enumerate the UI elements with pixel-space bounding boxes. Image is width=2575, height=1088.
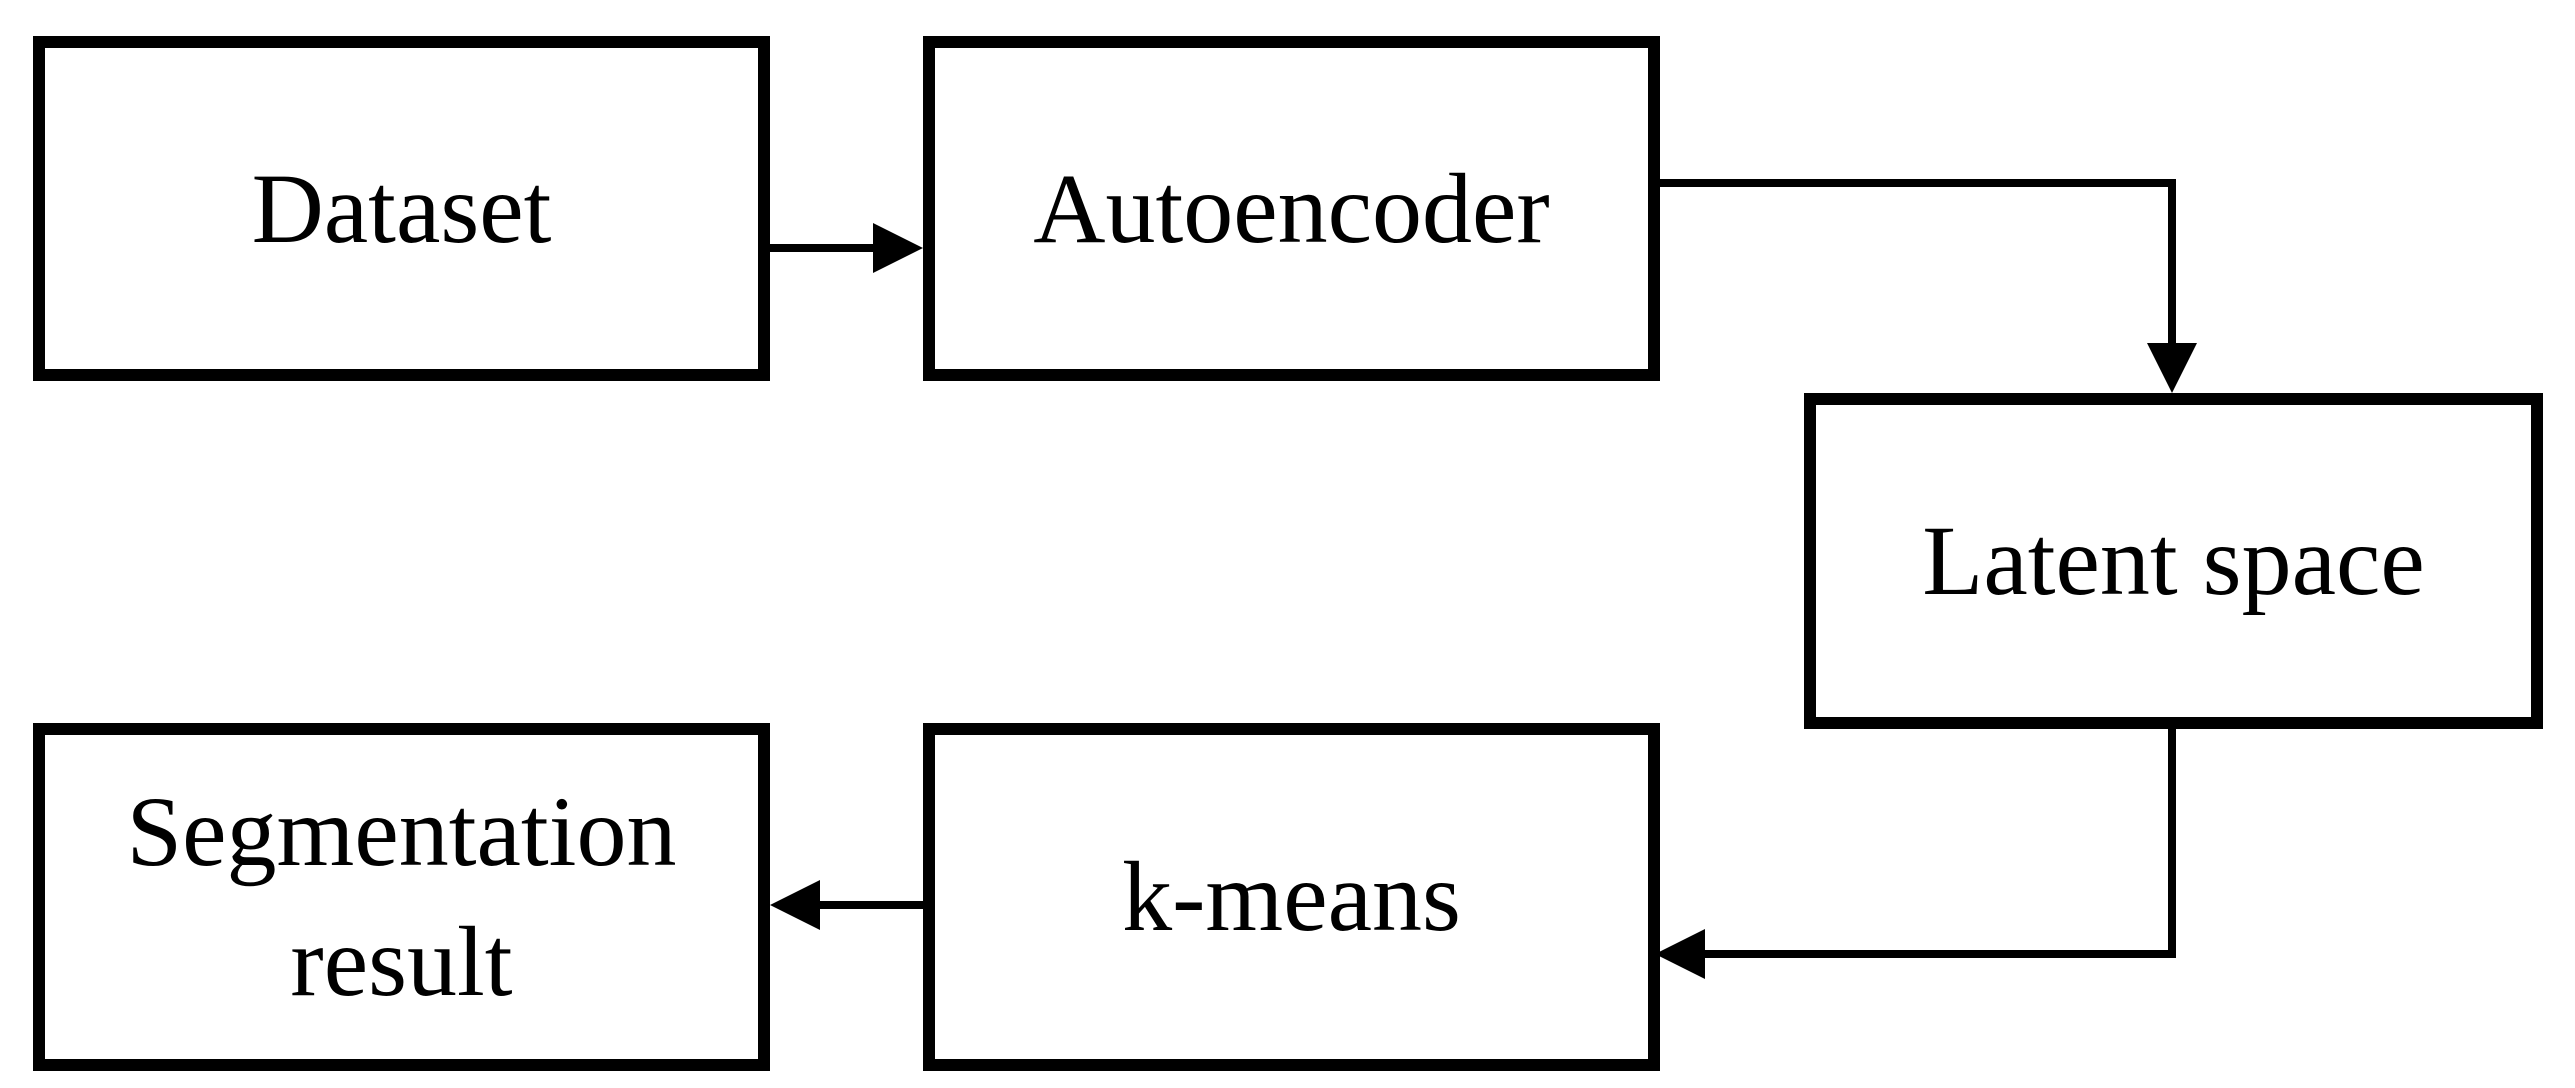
edge-autoencoder-to-latent-horizontal-line [1658, 179, 2176, 187]
node-autoencoder: Autoencoder [923, 36, 1660, 381]
node-autoencoder-label: Autoencoder [1033, 152, 1550, 264]
node-segmentation-result-label: Segmentation result [126, 776, 677, 1017]
node-segmentation-result: Segmentation result [33, 723, 770, 1071]
edge-dataset-to-autoencoder-arrowhead [873, 223, 923, 273]
edge-kmeans-to-segmentation-line [818, 901, 925, 909]
node-dataset: Dataset [33, 36, 770, 381]
edge-latent-to-kmeans-vertical-line [2168, 726, 2176, 958]
edge-latent-to-kmeans-horizontal-line [1703, 950, 2176, 958]
edge-autoencoder-to-latent-arrowhead [2147, 343, 2197, 393]
edge-autoencoder-to-latent-vertical-line [2168, 179, 2176, 345]
edge-latent-to-kmeans-arrowhead [1655, 929, 1705, 979]
node-latent-space: Latent space [1804, 393, 2543, 729]
edge-dataset-to-autoencoder-line [768, 244, 875, 252]
node-k-means-label: k-means [1122, 841, 1461, 952]
node-latent-space-label: Latent space [1922, 505, 2425, 616]
edge-kmeans-to-segmentation-arrowhead [770, 880, 820, 930]
node-dataset-label: Dataset [251, 152, 552, 264]
node-k-means: k-means [923, 723, 1660, 1071]
